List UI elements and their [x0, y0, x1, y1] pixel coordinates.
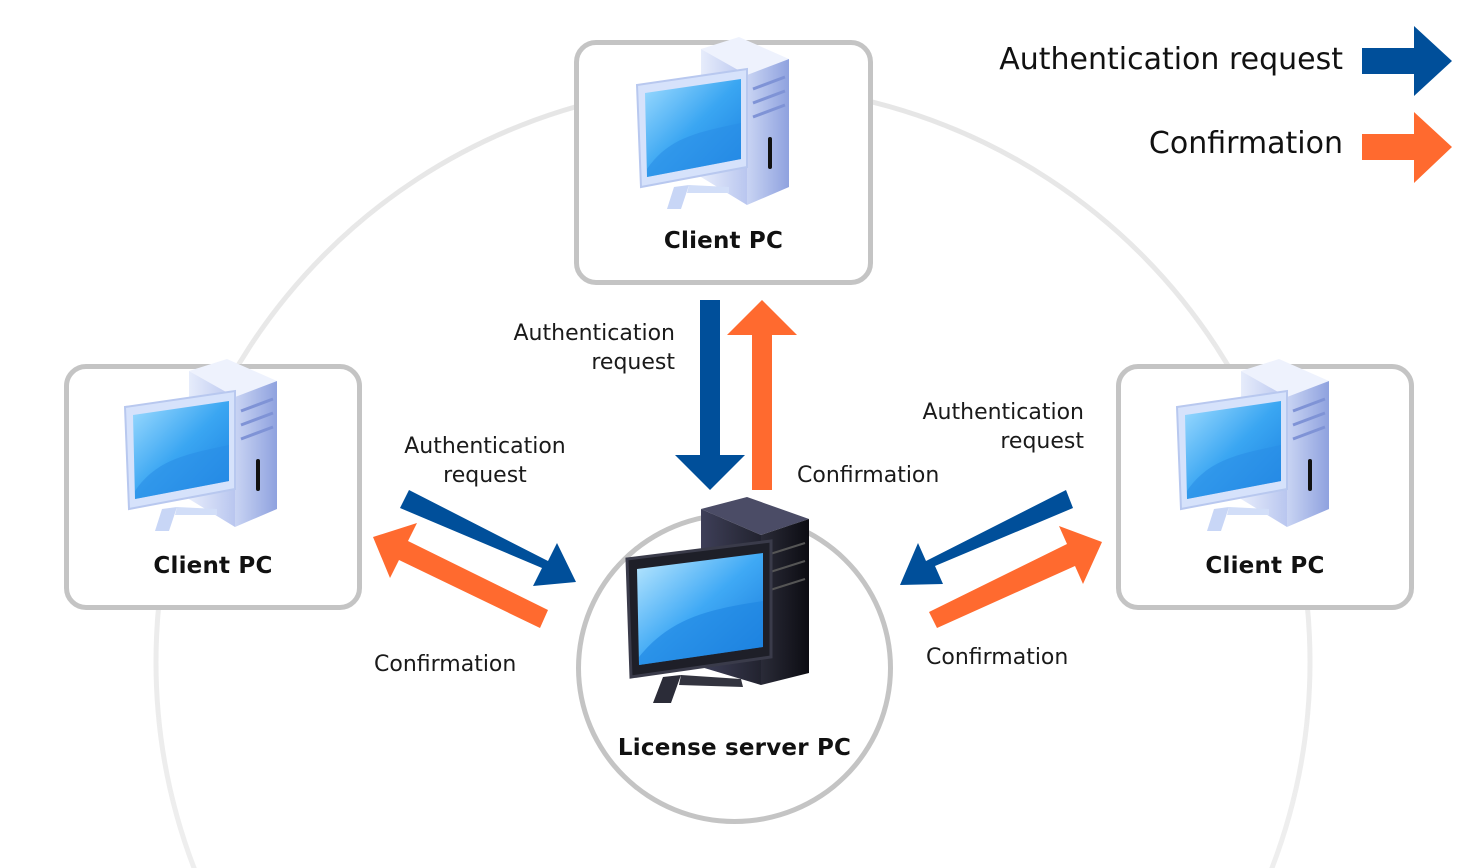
legend-request-label: Authentication request	[999, 42, 1343, 77]
top-request-label-line2: request	[591, 350, 675, 375]
top-request-label-line1: Authentication	[513, 321, 676, 346]
client-pc-right[interactable]: Client PC	[1116, 359, 1414, 610]
legend-request-arrow-icon	[1362, 26, 1452, 96]
legend-confirmation-label: Confirmation	[1148, 126, 1343, 161]
top-confirmation-arrow	[727, 300, 797, 490]
top-confirmation-label: Confirmation	[797, 463, 940, 488]
right-confirmation-label: Confirmation	[926, 645, 1069, 670]
client-pc-top-label: Client PC	[663, 228, 784, 254]
right-request-label-line1: Authentication	[922, 400, 1085, 425]
client-pc-icon	[123, 359, 277, 531]
right-confirmation-arrow	[929, 526, 1102, 628]
left-request-label-line2: request	[443, 463, 527, 488]
client-pc-icon	[1175, 359, 1329, 531]
left-request-label: Authentication request	[395, 432, 575, 490]
left-request-arrow	[400, 490, 576, 586]
left-request-label-line1: Authentication	[404, 434, 566, 459]
server-pc-icon	[625, 497, 809, 703]
client-pc-right-label: Client PC	[1205, 553, 1325, 579]
license-server-pc-label: License server PC	[617, 735, 852, 761]
top-request-label: Authentication request	[480, 319, 676, 377]
right-request-arrow	[900, 490, 1073, 585]
legend-confirmation-arrow-icon	[1362, 112, 1452, 183]
client-pc-left[interactable]: Client PC	[64, 359, 362, 610]
client-pc-top[interactable]: Client PC	[574, 37, 873, 285]
top-request-arrow	[675, 300, 745, 490]
client-pc-left-label: Client PC	[153, 553, 273, 579]
right-request-label-line2: request	[1000, 429, 1084, 454]
left-confirmation-arrow	[373, 523, 548, 628]
right-request-label: Authentication request	[890, 398, 1085, 456]
license-server-pc[interactable]: License server PC	[576, 497, 893, 824]
left-confirmation-label: Confirmation	[374, 652, 517, 677]
client-pc-icon	[635, 37, 789, 209]
